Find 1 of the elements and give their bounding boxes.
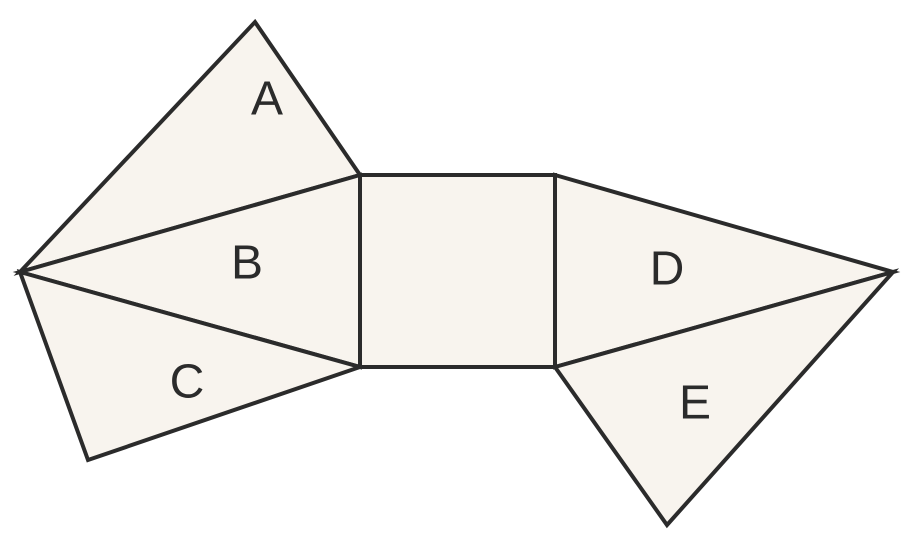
node-label: E [682,385,709,419]
